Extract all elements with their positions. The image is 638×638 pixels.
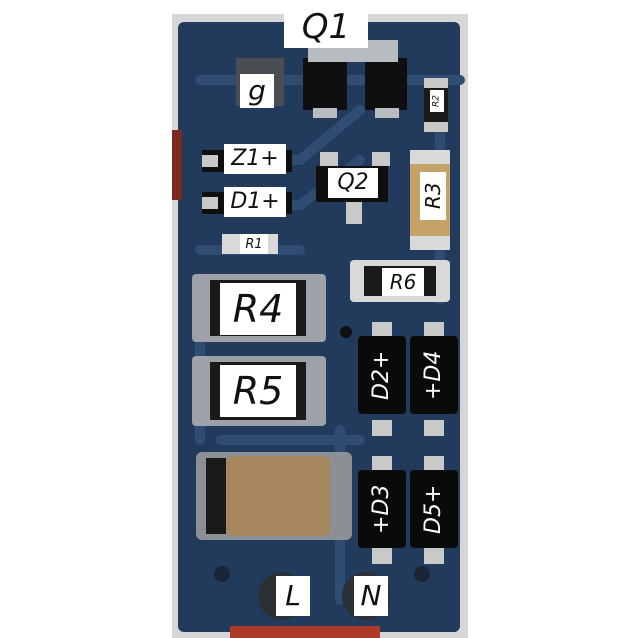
r1-label: R1 bbox=[240, 234, 268, 254]
n-label: N bbox=[354, 576, 388, 616]
d3-label: +D3 bbox=[358, 470, 406, 548]
r3-label: R3 bbox=[420, 172, 446, 220]
d1-label: D1+ bbox=[224, 187, 286, 217]
z1-label: Z1+ bbox=[224, 144, 286, 174]
d2-label: D2+ bbox=[358, 336, 406, 414]
d4-label: +D4 bbox=[410, 336, 458, 414]
r6-label: R6 bbox=[382, 268, 424, 296]
g-label: g bbox=[240, 74, 274, 108]
r4-label: R4 bbox=[220, 283, 296, 335]
r2-label: R2 bbox=[430, 90, 444, 112]
q1-label: Q1 bbox=[284, 6, 368, 48]
q2-label: Q2 bbox=[328, 168, 378, 198]
l-label: L bbox=[276, 576, 310, 616]
d5-label: D5+ bbox=[410, 470, 458, 548]
r5-label: R5 bbox=[220, 365, 296, 417]
